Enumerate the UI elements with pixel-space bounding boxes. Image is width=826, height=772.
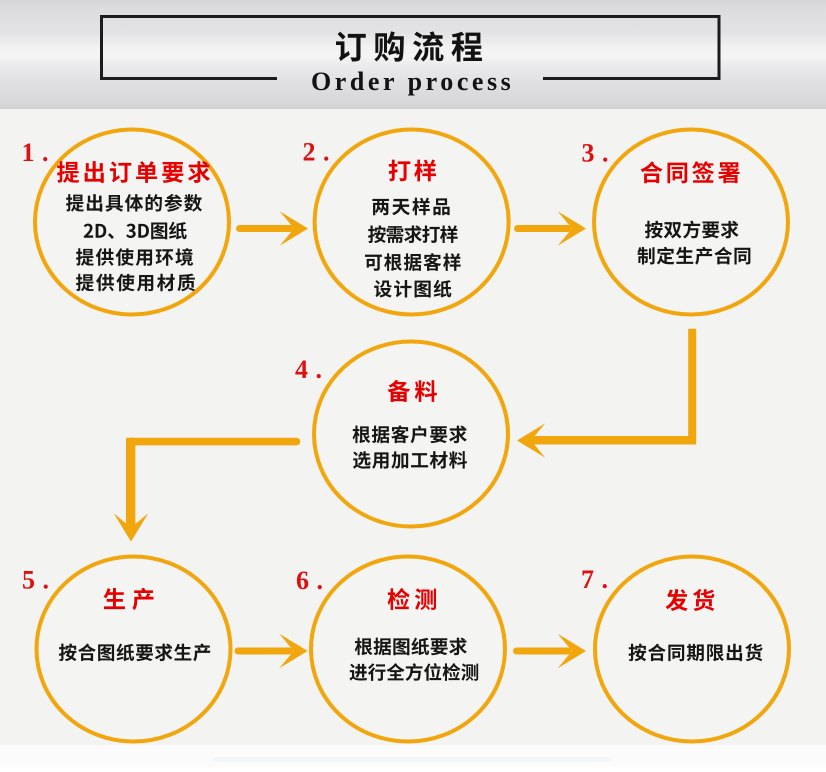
svg-text:Order process: Order process bbox=[311, 67, 514, 96]
